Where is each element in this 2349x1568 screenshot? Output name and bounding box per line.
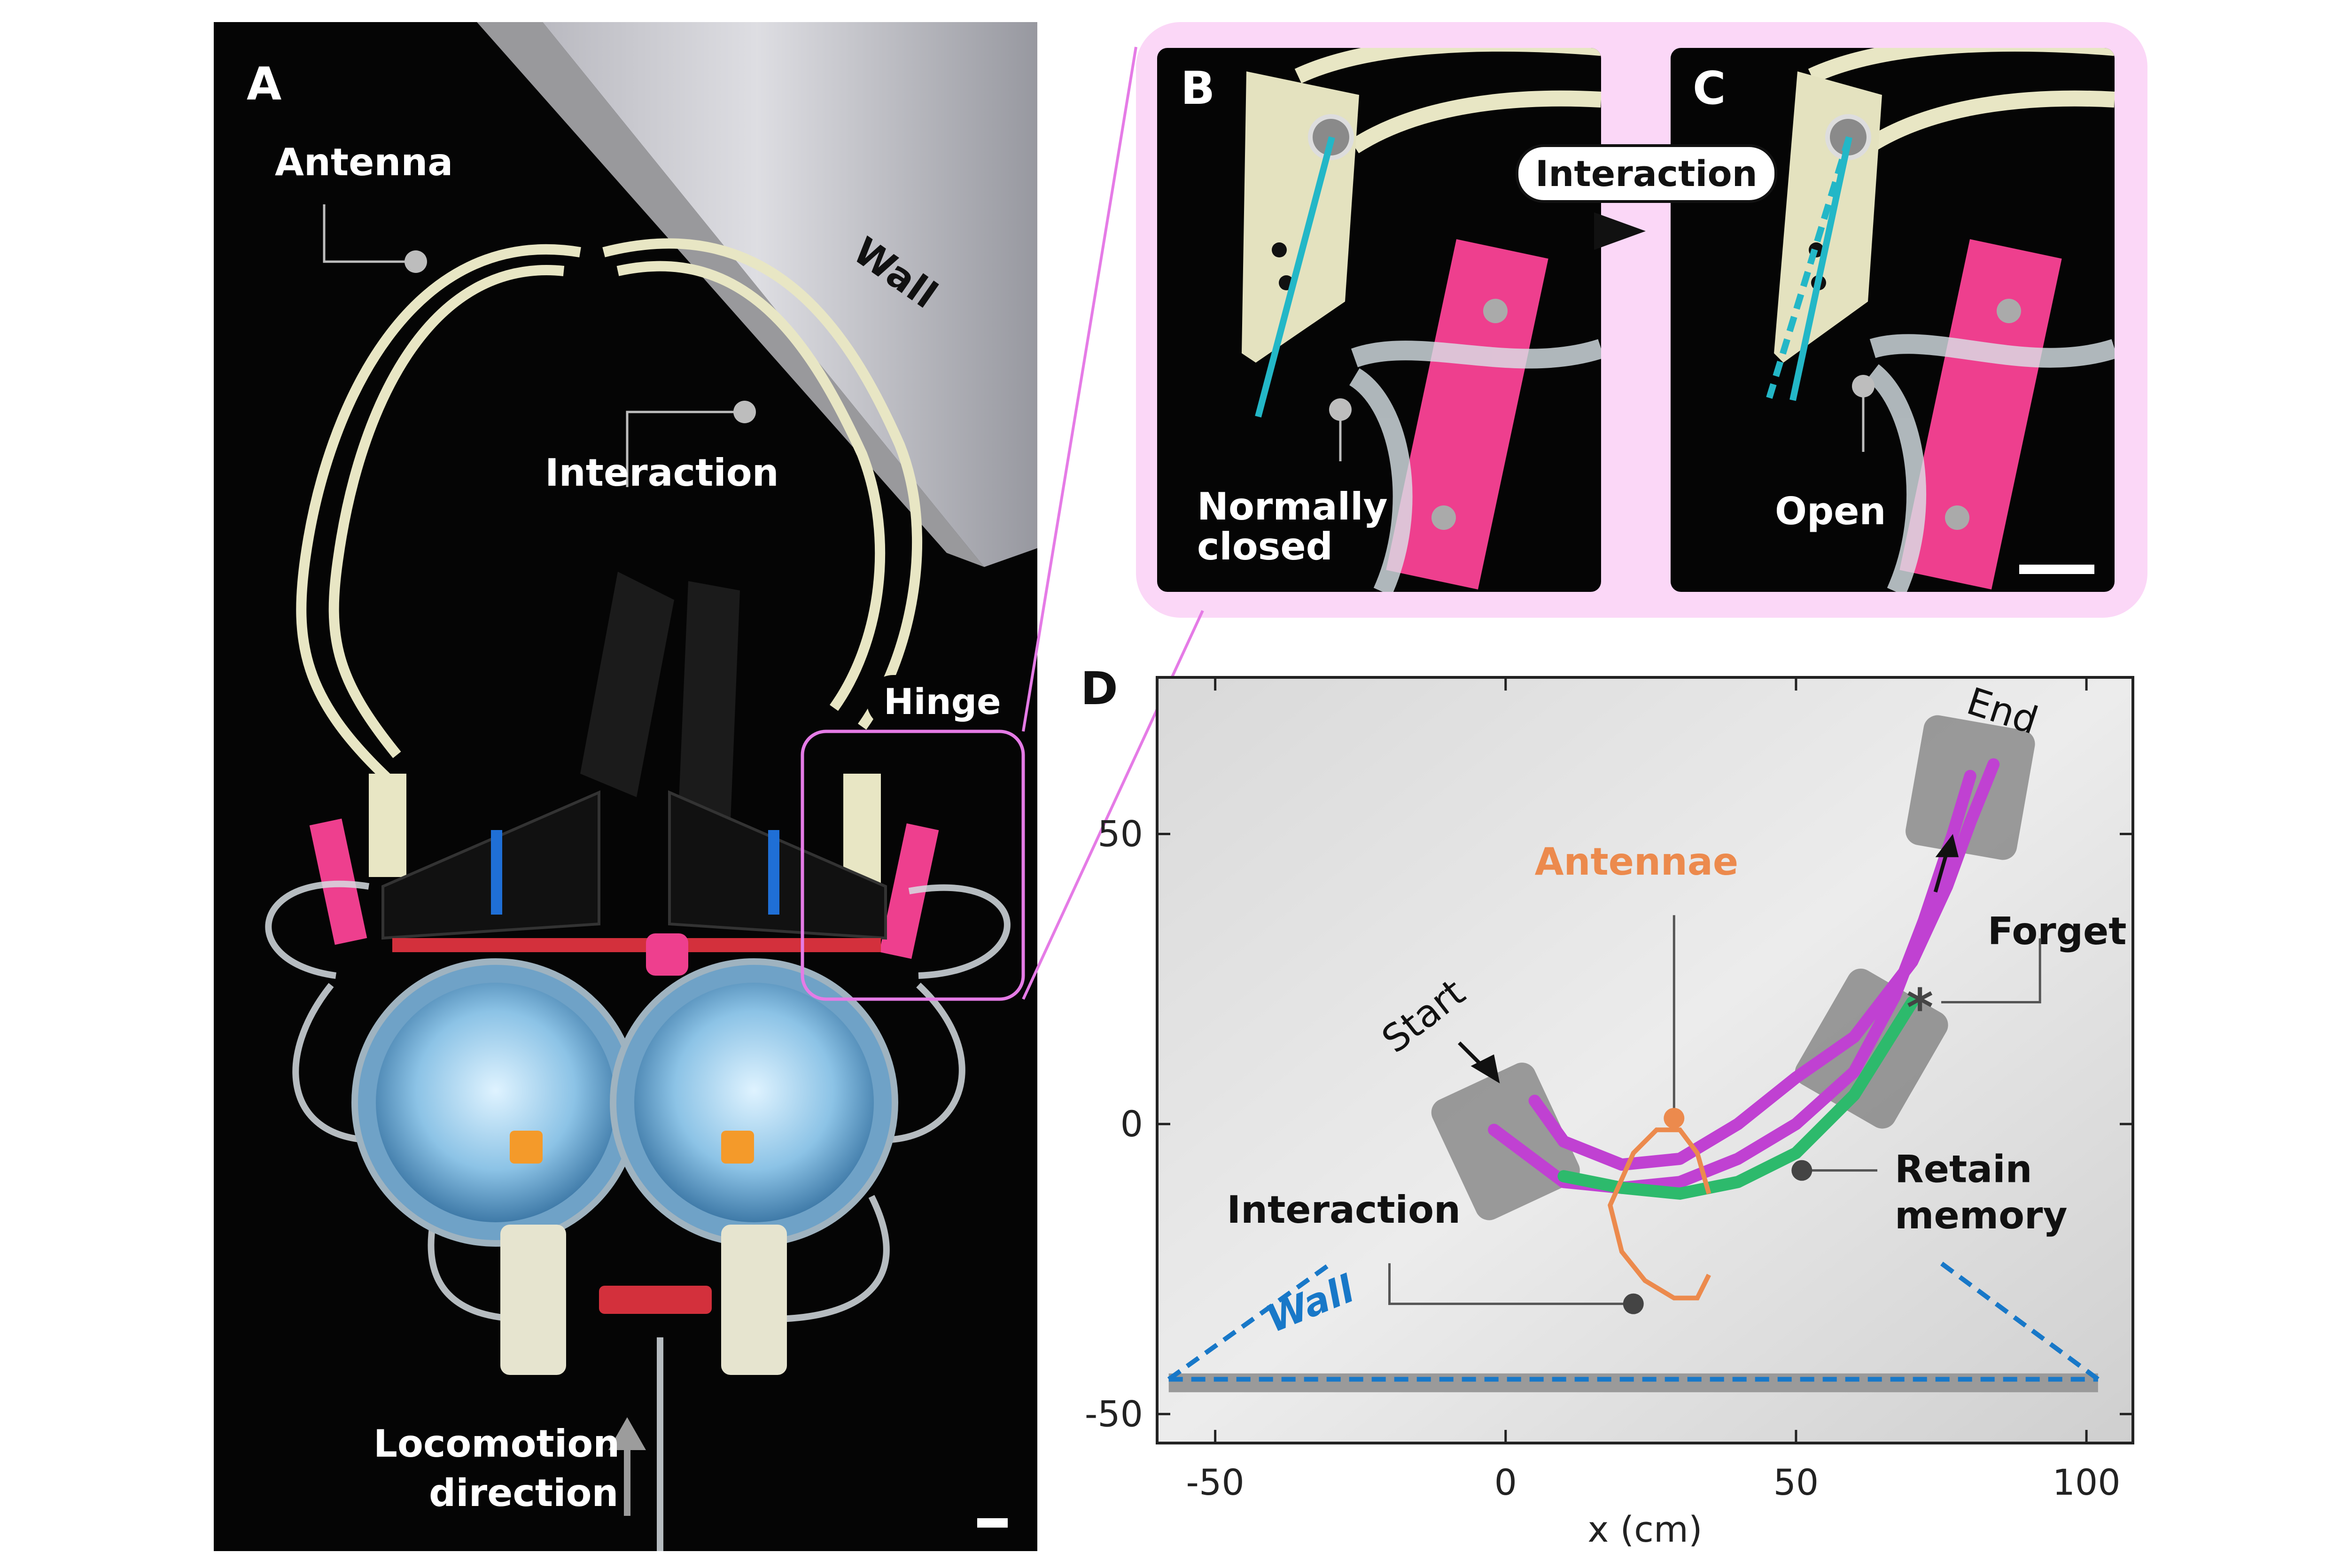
robot-photo-illustration — [265, 22, 1037, 1551]
antennae-loop — [1608, 1127, 1711, 1301]
arrow-right-icon — [1594, 212, 1646, 250]
marker-retain — [1791, 1160, 1812, 1181]
trajectory-purple-1 — [1528, 758, 2000, 1171]
x-tick-label: -50 — [1186, 1461, 1245, 1503]
wall-slab — [1168, 1373, 2098, 1392]
wall-dash-right — [1940, 1261, 2100, 1382]
label-interaction: Interaction — [545, 451, 779, 495]
y-tick-label: 0 — [1120, 1103, 1143, 1145]
leader-interaction — [1388, 1263, 1633, 1305]
panel-letter-a: A — [247, 58, 282, 110]
marker-interaction — [1623, 1293, 1644, 1314]
panel-b-illustration — [1242, 48, 1601, 592]
annotation-forget: Forget — [1988, 909, 2127, 953]
y-tick-label: -50 — [1085, 1393, 1143, 1435]
wall-dash-left — [1167, 1261, 1333, 1382]
x-tick-label: 0 — [1494, 1461, 1517, 1503]
interaction-pill: Interaction — [1516, 144, 1777, 203]
panel-letter-d: D — [1081, 662, 1118, 715]
x-axis-label: x (cm) — [1587, 1508, 1702, 1550]
asterisk-icon: * — [1906, 978, 1934, 1038]
marker-antennae — [1664, 1108, 1685, 1129]
panel-letter-c: C — [1693, 62, 1726, 115]
annotation-interaction: Interaction — [1227, 1188, 1461, 1232]
antenna-frame — [296, 238, 922, 782]
label-hinge: Hinge — [867, 675, 1018, 728]
panel-letter-b: B — [1181, 62, 1215, 115]
panel-c-photo — [1671, 48, 2115, 592]
label-closed: closed — [1197, 525, 1333, 568]
label-normally: Normally — [1197, 485, 1388, 528]
panel-c-illustration — [1766, 48, 2115, 592]
leader-forget — [1941, 938, 2041, 1004]
plot-frame — [1156, 676, 2134, 1444]
y-tick-label: 50 — [1097, 813, 1143, 854]
label-antenna: Antenna — [275, 140, 453, 184]
annotation-antennae: Antennae — [1535, 840, 1739, 884]
arrow-direction-icon — [1933, 851, 1949, 893]
label-locomotion-line2: direction — [429, 1471, 619, 1515]
annotation-retain-line1: Retain — [1895, 1147, 2032, 1191]
annotation-retain-line2: memory — [1895, 1194, 2068, 1237]
panel-b-photo — [1157, 48, 1601, 592]
x-tick-label: 50 — [1773, 1461, 1819, 1503]
label-open: Open — [1775, 489, 1886, 533]
panel-bc-frame: B Normally closed C Open Interaction — [1136, 22, 2147, 618]
trajectory-green — [1557, 996, 1919, 1200]
label-locomotion-line1: Locomotion — [373, 1422, 620, 1466]
arrowhead-direction-icon — [1935, 834, 1959, 857]
arrowhead-start-icon — [1470, 1054, 1500, 1084]
panel-a-photo: A Antenna Wall Interaction Hinge Locomot… — [214, 22, 1037, 1551]
x-tick-label: 100 — [2053, 1461, 2121, 1503]
